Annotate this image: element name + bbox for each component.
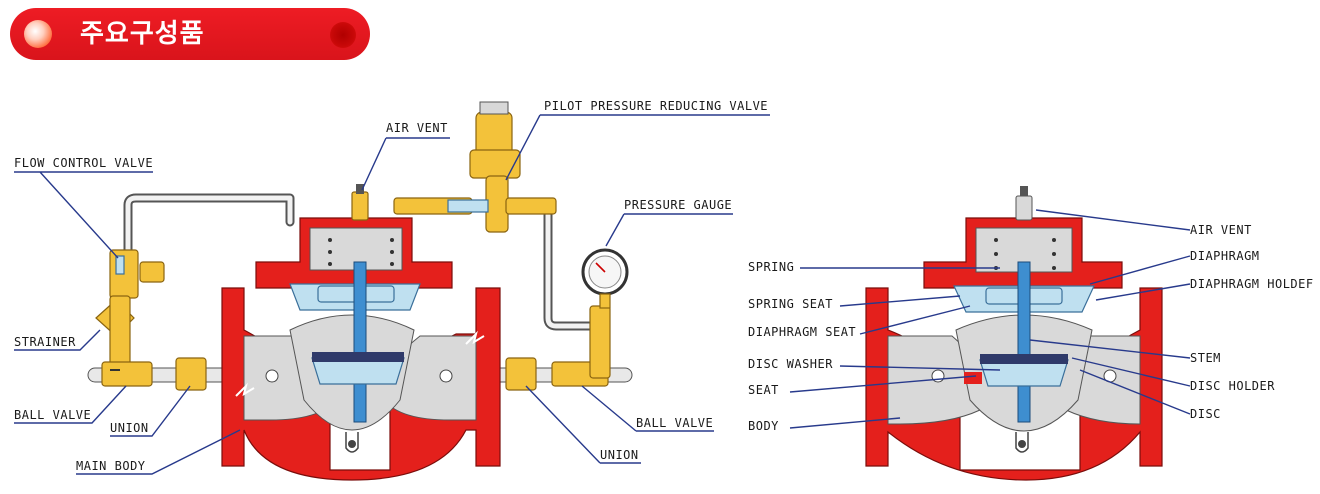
label-stem: STEM <box>1190 351 1221 365</box>
label-body: BODY <box>748 419 779 433</box>
label-union-left: UNION <box>110 421 149 435</box>
label-air-vent-left: AIR VENT <box>386 121 448 135</box>
label-ball-valve-left: BALL VALVE <box>14 408 91 422</box>
air-vent-part <box>351 191 369 221</box>
left-valve-assembly <box>87 101 633 481</box>
label-main-body: MAIN BODY <box>76 459 146 473</box>
left-labels: AIR VENT PILOT PRESSURE REDUCING VALVE F… <box>14 99 768 473</box>
label-union-right: UNION <box>600 448 639 462</box>
left-leader-lines <box>14 114 770 475</box>
label-spring: SPRING <box>748 260 794 274</box>
label-air-vent-right: AIR VENT <box>1190 223 1252 237</box>
union-right-part <box>505 357 537 391</box>
label-strainer: STRAINER <box>14 335 76 349</box>
right-labels: AIR VENT DIAPHRAGM DIAPHRAGM HOLDEF SPRI… <box>748 223 1314 433</box>
label-ball-valve-right: BALL VALVE <box>636 416 713 430</box>
label-pilot-valve: PILOT PRESSURE REDUCING VALVE <box>544 99 768 113</box>
right-valve-cross-section <box>865 186 1163 481</box>
label-diaphragm-holder: DIAPHRAGM HOLDEF <box>1190 277 1314 291</box>
label-disc-washer: DISC WASHER <box>748 357 833 371</box>
label-disc: DISC <box>1190 407 1221 421</box>
label-spring-seat: SPRING SEAT <box>748 297 833 311</box>
section-title: 주요구성품 <box>80 19 205 49</box>
label-diaphragm: DIAPHRAGM <box>1190 249 1260 263</box>
section-header: 주요구성품 <box>10 8 370 60</box>
label-diaphragm-seat: DIAPHRAGM SEAT <box>748 325 856 339</box>
header-end-dot-icon <box>330 22 356 48</box>
label-disc-holder: DISC HOLDER <box>1190 379 1275 393</box>
label-pressure-gauge: PRESSURE GAUGE <box>624 198 732 212</box>
header-bullet-icon <box>24 20 52 48</box>
union-left-part <box>175 357 207 391</box>
right-leader-lines <box>789 209 1191 429</box>
label-seat: SEAT <box>748 383 779 397</box>
label-flow-control-valve: FLOW CONTROL VALVE <box>14 156 153 170</box>
ball-valve-left-part <box>101 361 153 387</box>
